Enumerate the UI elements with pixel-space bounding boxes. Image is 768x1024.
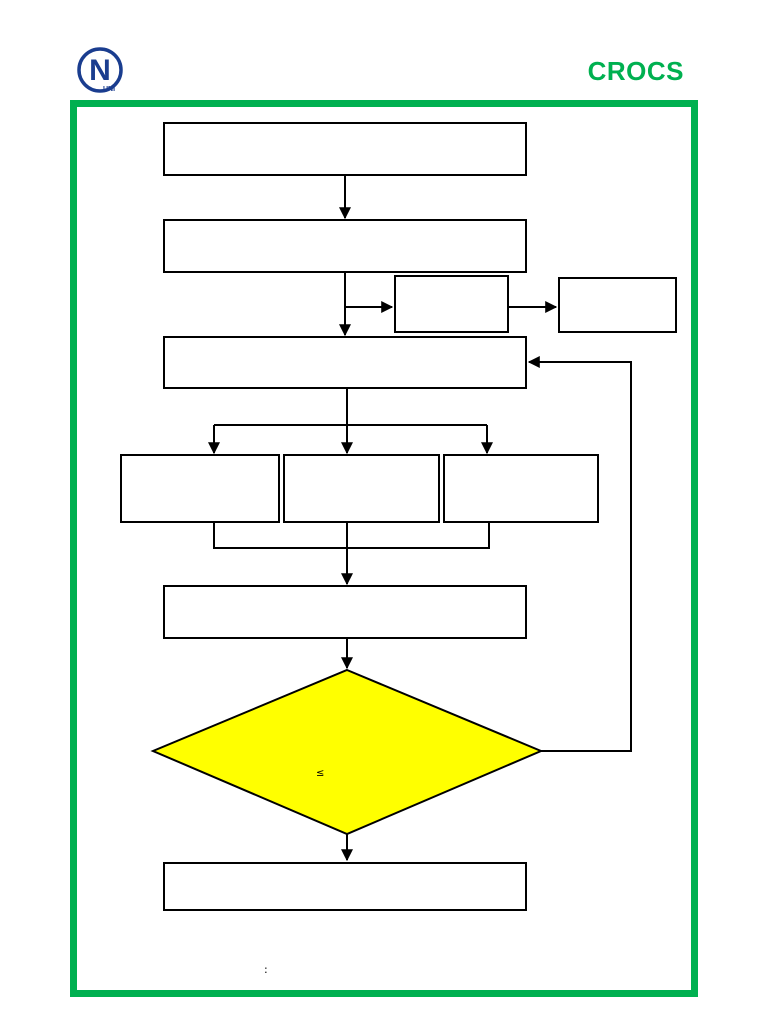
side-box-1 [394,275,509,333]
logo-subtext: UNI [103,86,115,93]
process-box-final [163,862,527,911]
process-box-4 [163,585,527,639]
process-box-2 [163,219,527,273]
decision-diamond [150,668,544,836]
side-box-2 [558,277,677,333]
footnote-text: : [264,963,268,976]
diagram-frame [70,100,698,997]
feedback-loop [527,356,632,752]
company-logo: N UNI [77,47,123,93]
branch-box-left [120,454,280,523]
branch-box-right [443,454,599,523]
decision-label: ≤ [316,768,325,779]
logo-letter: N [89,54,111,87]
merge-line [213,523,490,549]
process-box-1 [163,122,527,176]
branch-box-middle [283,454,440,523]
process-box-3 [163,336,527,389]
brand-title: CROCS [587,56,684,86]
